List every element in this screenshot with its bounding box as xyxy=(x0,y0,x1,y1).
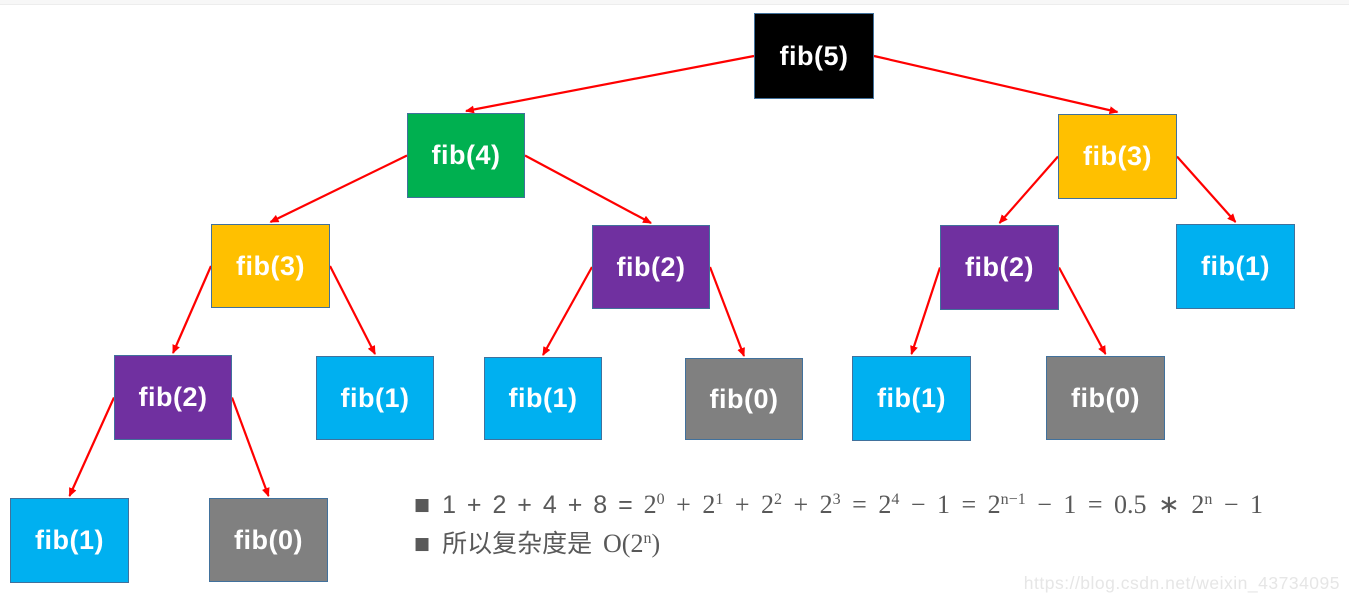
tree-node: fib(3) xyxy=(1058,114,1177,199)
edge-arrow xyxy=(873,54,1119,115)
watermark-text: https://blog.csdn.net/weixin_43734095 xyxy=(1023,573,1340,593)
edge-arrow xyxy=(329,265,376,355)
formula-segment: n−1 xyxy=(1000,491,1026,509)
formula-segment: O(2 xyxy=(603,529,644,558)
tree-node: fib(1) xyxy=(484,357,602,440)
formula-segment: 2 xyxy=(878,490,892,519)
formula-segment: + xyxy=(664,490,703,519)
edge-arrow xyxy=(708,266,746,357)
tree-node: fib(1) xyxy=(1176,224,1295,309)
edge-arrow xyxy=(171,265,213,354)
tree-node: fib(1) xyxy=(852,356,971,441)
note-line: ■1 + 2 + 4 + 8 = 20 + 21 + 22 + 23 = 24 … xyxy=(414,492,1263,518)
tree-node: fib(0) xyxy=(1046,356,1165,440)
formula-segment: + xyxy=(723,490,761,519)
formula-segment: 2 xyxy=(643,490,657,519)
formula-segment: + xyxy=(782,490,820,519)
tree-node: fib(2) xyxy=(592,225,710,309)
formula-segment: 4 xyxy=(891,491,900,509)
tree-node: fib(4) xyxy=(407,113,525,198)
formula-segment: = xyxy=(840,490,879,519)
tree-node: fib(0) xyxy=(685,358,803,440)
edge-arrow xyxy=(230,397,270,497)
edge-arrow xyxy=(1058,266,1107,355)
edge-arrow xyxy=(524,154,652,224)
formula-segment: − 1 xyxy=(1212,490,1263,519)
formula-segment: 2 xyxy=(702,490,716,519)
edge-arrow xyxy=(465,54,755,114)
formula-segment: 2 xyxy=(761,490,774,519)
formula-segment: 0 xyxy=(656,491,665,509)
note-line: ■ 所以复杂度是 O(2n) xyxy=(414,531,1263,557)
edge-arrow xyxy=(998,155,1059,224)
tree-node: fib(5) xyxy=(754,13,874,99)
edge-arrow xyxy=(269,154,408,223)
tree-node: fib(3) xyxy=(211,224,330,308)
formula-segment: ) xyxy=(651,529,661,558)
formula-segment: n xyxy=(1204,491,1213,509)
formula-segment: n xyxy=(643,530,652,548)
formula-segment: 2 xyxy=(819,490,833,519)
formula-segment: 2 xyxy=(987,490,1001,519)
tree-node: fib(2) xyxy=(114,355,232,440)
edge-arrow xyxy=(542,266,593,356)
top-edge-strip xyxy=(0,0,1349,5)
formula-segment: − 1 = xyxy=(899,490,988,519)
complexity-notes: ■1 + 2 + 4 + 8 = 20 + 21 + 22 + 23 = 24 … xyxy=(414,492,1263,570)
formula-segment: 1 xyxy=(715,491,724,509)
edge-arrow xyxy=(910,267,942,355)
edge-arrow xyxy=(68,397,116,497)
tree-node: fib(2) xyxy=(940,225,1059,310)
bullet-square-icon: ■ xyxy=(414,495,431,515)
formula-segment: 2 xyxy=(774,491,782,509)
tree-node: fib(1) xyxy=(316,356,434,440)
formula-segment: 3 xyxy=(832,491,841,509)
formula-segment: 所以复杂度是 xyxy=(442,530,604,558)
formula-segment: − 1 = 0.5 ∗ xyxy=(1025,490,1192,519)
formula-segment: 2 xyxy=(1191,490,1205,519)
bullet-square-icon: ■ xyxy=(414,534,431,554)
tree-node: fib(1) xyxy=(10,498,129,583)
edge-arrow xyxy=(1176,155,1237,223)
formula-segment: 1 + 2 + 4 + 8 = xyxy=(442,491,644,519)
tree-node: fib(0) xyxy=(209,498,328,582)
